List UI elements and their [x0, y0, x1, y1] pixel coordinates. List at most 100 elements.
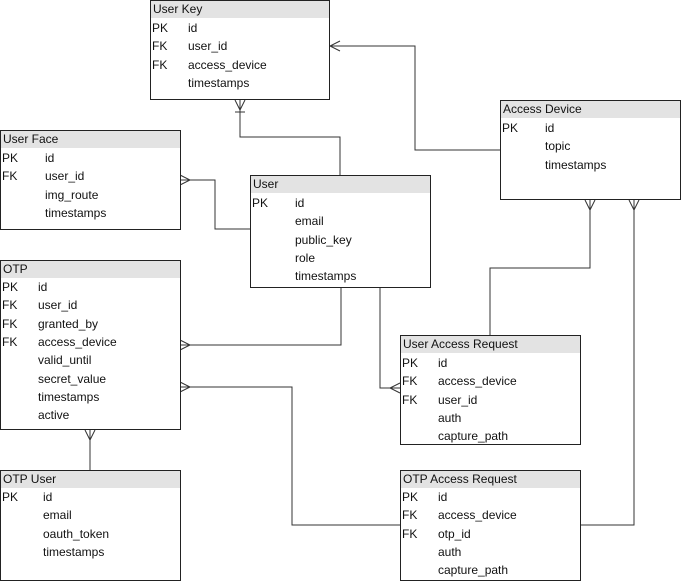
field-row: auth	[401, 543, 580, 561]
rel-accessdevice-otpaccessrequest	[580, 200, 635, 526]
field-row: PK id	[151, 19, 329, 37]
key-label: FK	[402, 526, 418, 541]
field-name: id	[43, 490, 53, 504]
field-name: auth	[438, 544, 462, 559]
field-name: topic	[545, 139, 571, 154]
field-name: timestamps	[38, 389, 100, 404]
field-name: access_device	[38, 334, 117, 349]
key-label: PK	[2, 151, 19, 165]
rel-user-useraccessrequest	[379, 288, 400, 389]
field-name: img_route	[45, 187, 99, 202]
field-name: id	[45, 151, 55, 165]
field-row: PK id	[251, 194, 430, 212]
field-name: access_device	[438, 374, 517, 389]
field-name: id	[545, 121, 555, 135]
field-row: timestamps	[251, 267, 430, 285]
field-name: id	[188, 21, 198, 35]
field-name: public_key	[295, 232, 352, 247]
entity-title: OTP	[1, 261, 180, 278]
field-row: timestamps	[1, 204, 180, 222]
field-name: secret_value	[38, 371, 107, 386]
field-row: email	[251, 212, 430, 230]
field-name: timestamps	[295, 269, 357, 284]
field-name: role	[295, 250, 316, 265]
key-label: FK	[2, 169, 18, 184]
entity-title: User Access Request	[401, 336, 580, 353]
field-row: PK id	[501, 119, 680, 137]
key-label: FK	[402, 508, 418, 523]
field-row: capture_path	[401, 427, 580, 445]
key-label: PK	[2, 280, 19, 294]
field-name: timestamps	[45, 205, 107, 220]
crowfoot-icon	[179, 381, 192, 393]
field-row: FK user_id	[401, 391, 580, 409]
field-row: PK id	[1, 278, 180, 296]
rel-accessdevice-userkey	[330, 45, 500, 151]
field-name: access_device	[438, 508, 517, 523]
field-row: role	[251, 249, 430, 267]
field-name: access_device	[188, 57, 267, 72]
field-row: PK id	[401, 354, 580, 372]
key-label: PK	[402, 490, 419, 504]
key-label: PK	[252, 196, 269, 210]
rel-user-userkey	[239, 100, 341, 176]
field-name: timestamps	[43, 544, 105, 559]
field-row: FK access_device	[1, 333, 180, 351]
field-row: FK access_device	[401, 506, 580, 524]
field-name: timestamps	[545, 157, 607, 172]
crowfoot-icon	[584, 199, 596, 212]
crowfoot-icon	[328, 40, 341, 52]
field-row: PK id	[1, 149, 180, 167]
field-name: id	[38, 280, 48, 294]
field-row: FK otp_id	[401, 525, 580, 543]
rel-user-userface	[180, 179, 250, 230]
key-label: PK	[402, 356, 419, 370]
key-label: FK	[2, 298, 18, 313]
field-row: secret_value	[1, 370, 180, 388]
field-row: valid_until	[1, 351, 180, 369]
field-row: oauth_token	[1, 525, 180, 543]
field-name: user_id	[438, 392, 478, 407]
key-label: PK	[2, 490, 19, 504]
entity-title: OTP Access Request	[401, 471, 580, 488]
field-row: capture_path	[401, 561, 580, 579]
key-label: FK	[2, 316, 18, 331]
key-label: FK	[402, 392, 418, 407]
field-row: timestamps	[1, 388, 180, 406]
entity-title: Access Device	[501, 101, 680, 118]
field-name: id	[438, 490, 448, 504]
field-row: public_key	[251, 231, 430, 249]
entity-title: OTP User	[1, 471, 180, 488]
field-row: FK access_device	[401, 372, 580, 390]
field-name: id	[295, 196, 305, 210]
key-label: FK	[402, 374, 418, 389]
rel-user-otp	[180, 288, 342, 346]
field-name: valid_until	[38, 353, 92, 368]
field-name: oauth_token	[43, 526, 110, 541]
field-name: user_id	[45, 169, 85, 184]
field-row: img_route	[1, 186, 180, 204]
field-row: topic	[501, 137, 680, 155]
field-row: PK id	[401, 488, 580, 506]
field-row: timestamps	[1, 543, 180, 561]
field-name: otp_id	[438, 526, 471, 541]
field-row: auth	[401, 409, 580, 427]
field-name: capture_path	[438, 429, 509, 444]
key-label: FK	[2, 334, 18, 349]
field-name: id	[438, 356, 448, 370]
field-name: capture_path	[438, 563, 509, 578]
crowfoot-icon	[234, 99, 246, 113]
field-name: user_id	[188, 39, 228, 54]
entity-title: User Face	[1, 131, 180, 148]
field-row: timestamps	[501, 156, 680, 174]
key-label: PK	[502, 121, 519, 135]
field-name: timestamps	[188, 75, 250, 90]
key-label: PK	[152, 21, 169, 35]
